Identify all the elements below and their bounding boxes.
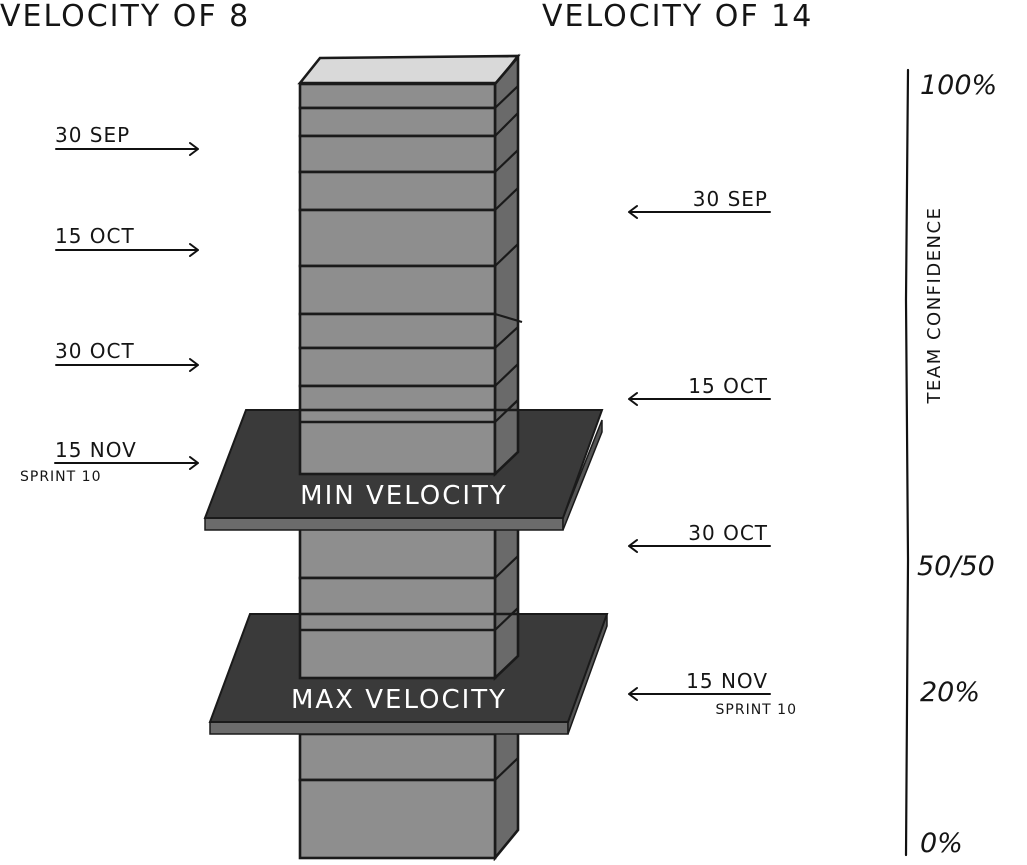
svg-text:30 OCT: 30 OCT: [55, 339, 135, 363]
min-velocity-platform: MIN VELOCITY: [203, 399, 604, 531]
confidence-axis-line: [904, 68, 910, 857]
min-velocity-label: MIN VELOCITY: [300, 481, 508, 511]
right-marker: 30 OCT: [628, 521, 771, 553]
brick: [298, 346, 497, 388]
brick: [298, 732, 497, 782]
left-marker: 15 NOV SPRINT 10: [20, 438, 199, 485]
confidence-tick-0: 0%: [920, 828, 963, 859]
svg-text:30 OCT: 30 OCT: [688, 521, 768, 545]
left-marker: 30 OCT: [55, 339, 199, 372]
brick: [298, 312, 497, 350]
confidence-tick-50: 50/50: [917, 551, 995, 582]
tower-top: [297, 54, 521, 85]
svg-text:15 NOV: 15 NOV: [686, 669, 768, 693]
header-left: VELOCITY OF 8: [0, 0, 250, 34]
svg-text:SPRINT 10: SPRINT 10: [20, 469, 101, 485]
svg-text:30 SEP: 30 SEP: [693, 187, 768, 211]
left-markers: 30 SEP 15 OCT 30 OCT 15 NOV SPRINT 10: [20, 123, 199, 485]
confidence-tick-20: 20%: [920, 677, 980, 708]
header-right: VELOCITY OF 14: [542, 0, 813, 34]
right-markers: 30 SEP 15 OCT 30 OCT 15 NOV SPRINT 10: [628, 187, 797, 718]
brick: [298, 526, 497, 580]
left-marker: 30 SEP: [55, 123, 199, 156]
svg-text:SPRINT 10: SPRINT 10: [716, 702, 797, 718]
brick: [298, 170, 497, 212]
brick: [298, 82, 497, 110]
max-velocity-platform: MAX VELOCITY: [208, 607, 609, 735]
svg-text:15 OCT: 15 OCT: [688, 374, 768, 398]
right-marker: 30 SEP: [628, 187, 771, 219]
brick: [298, 264, 497, 316]
brick: [298, 134, 497, 174]
brick: [298, 208, 497, 268]
confidence-title: TEAM CONFIDENCE: [924, 207, 945, 405]
brick: [298, 778, 497, 860]
max-velocity-label: MAX VELOCITY: [291, 685, 507, 715]
svg-text:30 SEP: 30 SEP: [55, 123, 130, 147]
svg-text:15 NOV: 15 NOV: [55, 438, 137, 462]
confidence-tick-100: 100%: [920, 70, 997, 101]
brick: [298, 106, 497, 138]
svg-text:15 OCT: 15 OCT: [55, 224, 135, 248]
left-marker: 15 OCT: [55, 224, 199, 257]
team-confidence-scale: 100% 50/50 20% 0% TEAM CONFIDENCE: [904, 68, 997, 859]
right-marker: 15 OCT: [628, 374, 771, 406]
right-marker: 15 NOV SPRINT 10: [628, 669, 797, 718]
